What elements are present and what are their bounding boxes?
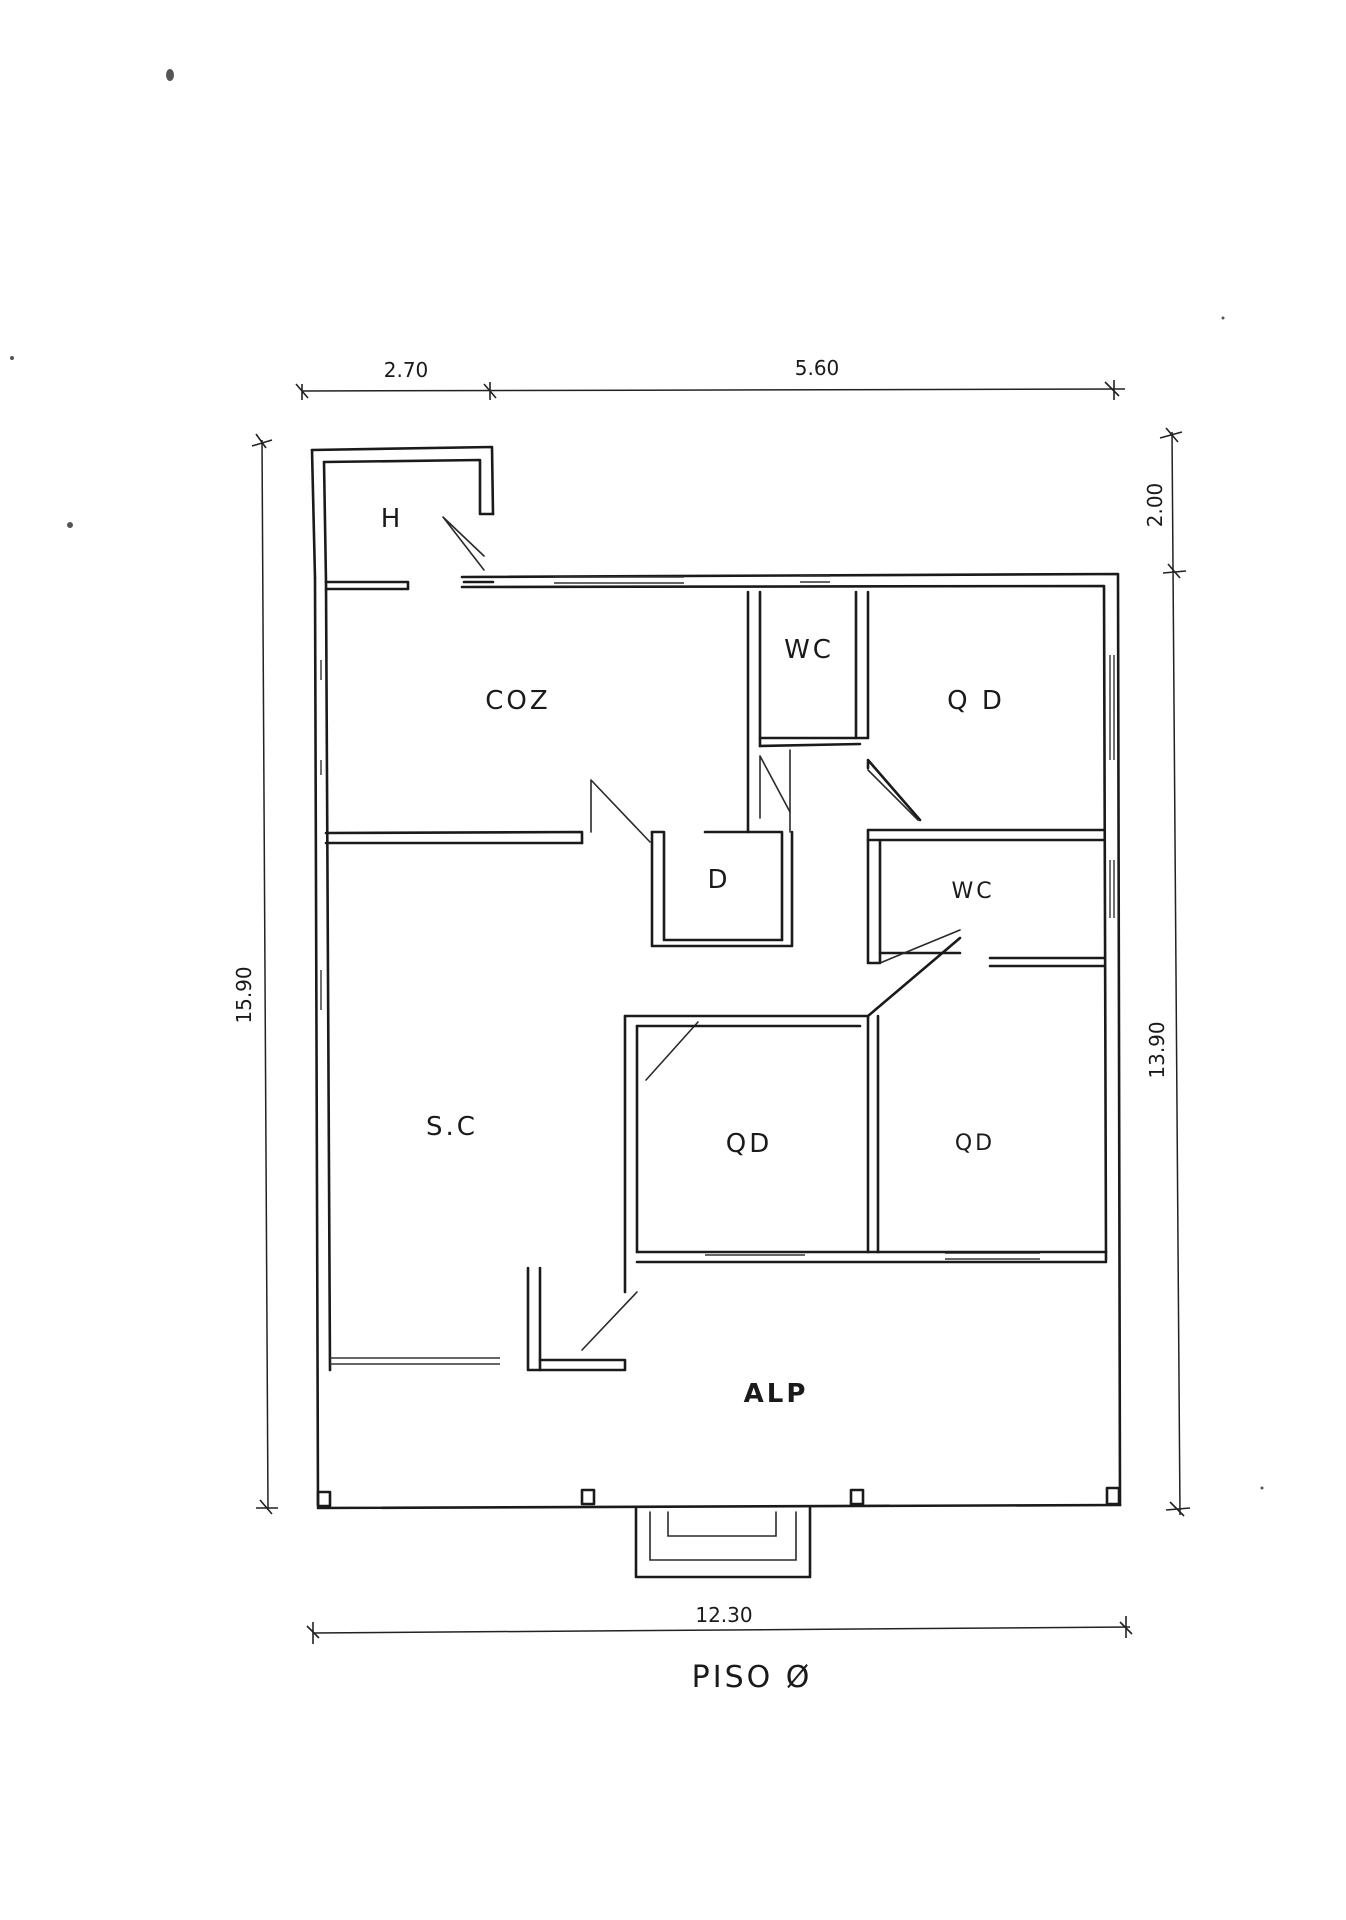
dimension-label-right-upper: 2.00 (1143, 483, 1167, 528)
room-label-alp: ALP (744, 1379, 809, 1409)
dimension-right (1159, 427, 1191, 1517)
dimension-top (295, 380, 1126, 400)
dimension-left (251, 433, 278, 1515)
room-label-d: D (707, 865, 730, 895)
dimension-label-top-right: 5.60 (795, 356, 840, 380)
dimension-bottom (306, 1616, 1133, 1644)
room-label-h: H (381, 504, 404, 534)
entry-steps (634, 1506, 812, 1579)
room-label-wc-top: WC (784, 635, 834, 665)
paper-specks (10, 69, 1264, 1490)
room-label-sc: S.C (426, 1112, 478, 1142)
room-label-qd-top-right: Q D (947, 686, 1005, 716)
room-label-coz: COZ (485, 686, 550, 716)
plan-title: PISO Ø (692, 1660, 813, 1695)
dimension-label-right-lower: 13.90 (1145, 1021, 1169, 1078)
room-label-qd-center: QD (726, 1129, 773, 1159)
dimension-label-left-total: 15.90 (232, 966, 256, 1023)
room-label-wc-mid: WC (951, 879, 994, 904)
interior-walls (324, 590, 1108, 1372)
exterior-walls (310, 445, 1122, 1510)
dimension-label-top-left: 2.70 (384, 358, 429, 382)
dimension-label-bottom-total: 12.30 (695, 1603, 752, 1627)
annex-partition (324, 516, 495, 591)
room-label-qd-right: QD (955, 1131, 995, 1156)
porch-columns (316, 1486, 1121, 1508)
